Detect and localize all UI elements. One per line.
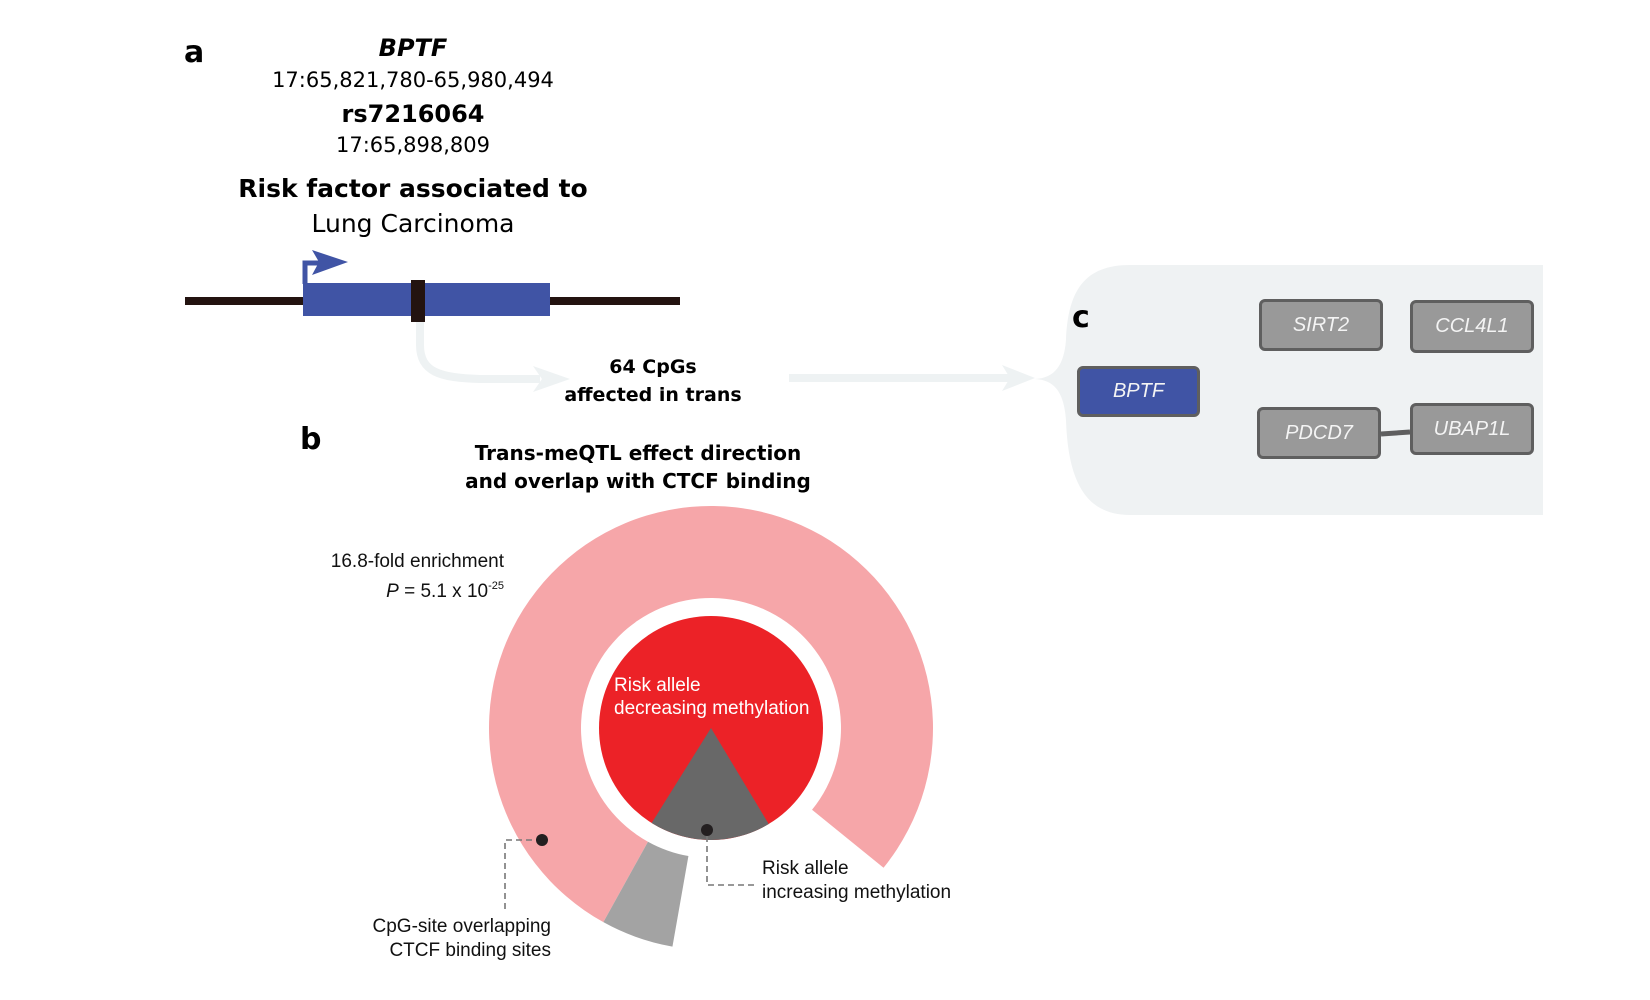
risk-heading: Risk factor associated to — [238, 174, 588, 203]
gene-name: BPTF — [378, 34, 448, 62]
leader-dot-ctcf — [536, 834, 548, 846]
panel-b-letter: b — [300, 422, 322, 457]
gene-node-pdcd7[interactable]: PDCD7 — [1257, 407, 1381, 459]
p-exponent: -25 — [488, 580, 504, 592]
increasing-label-line1: Risk allele — [762, 858, 849, 879]
gene-node-bptf[interactable]: BPTF — [1077, 366, 1200, 417]
donut-chart — [489, 506, 934, 947]
ring-cpg-non-ctcf — [489, 506, 934, 923]
increasing-label-line2: increasing methylation — [762, 882, 952, 903]
ring-cpg-ctcf — [603, 841, 689, 947]
snp-marker — [411, 280, 425, 322]
p-value-text: P = 5.1 x 10-25 — [331, 574, 504, 604]
p-symbol: P — [386, 581, 399, 602]
disease-name: Lung Carcinoma — [311, 209, 515, 238]
decreasing-label-line2: decreasing methylation — [614, 698, 810, 719]
tss-arrowhead-icon — [312, 250, 348, 275]
gene-coordinates: 17:65,821,780-65,980,494 — [272, 68, 554, 92]
cpg-count-line2: affected in trans — [564, 384, 742, 406]
ctcf-overlap-label: CpG-site overlapping CTCF binding sites — [373, 915, 551, 963]
snp-coordinates: 17:65,898,809 — [335, 133, 491, 157]
cpg-count-line1: 64 CpGs — [609, 356, 697, 378]
enrichment-annotation: 16.8-fold enrichment P = 5.1 x 10-25 — [331, 550, 504, 604]
inner-slice-increasing — [651, 728, 769, 840]
decreasing-label-line1: Risk allele — [614, 675, 701, 696]
flow-arrow-straight-head — [1002, 365, 1035, 391]
panel-a-letter: a — [184, 35, 205, 70]
ctcf-label-line2: CTCF binding sites — [389, 940, 551, 961]
panel-b-title-line1: Trans-meQTL effect direction — [474, 441, 802, 465]
gene-edge-pdcd7-ubap1l — [1380, 429, 1411, 437]
gene-node-ubap1l[interactable]: UBAP1L — [1410, 403, 1534, 455]
increasing-methylation-label: Risk allele increasing methylation — [762, 857, 951, 905]
panel-c-letter: c — [1072, 300, 1090, 335]
panel-b-title: Trans-meQTL effect direction and overlap… — [465, 439, 811, 495]
leader-line-ctcf — [504, 839, 542, 910]
gene-node-ccl4l1[interactable]: CCL4L1 — [1410, 300, 1534, 353]
leader-line-increasing — [706, 836, 757, 886]
enrichment-text: 16.8-fold enrichment — [330, 551, 504, 572]
flow-arrow-curved — [416, 322, 540, 383]
panel-b-title-line2: and overlap with CTCF binding — [465, 469, 811, 493]
snp-id: rs7216064 — [341, 100, 485, 128]
decreasing-methylation-label: Risk allele decreasing methylation — [614, 674, 809, 720]
gene-node-sirt2[interactable]: SIRT2 — [1259, 299, 1383, 351]
ctcf-label-line1: CpG-site overlapping — [372, 916, 551, 937]
flow-arrow-curved-head — [533, 366, 570, 392]
cpg-count-label: 64 CpGs affected in trans — [564, 353, 741, 409]
tss-arrow-icon — [302, 260, 322, 284]
gene-body-bptf — [303, 283, 550, 316]
p-value: = 5.1 x 10 — [398, 581, 489, 602]
leader-dot-increasing — [701, 824, 713, 836]
